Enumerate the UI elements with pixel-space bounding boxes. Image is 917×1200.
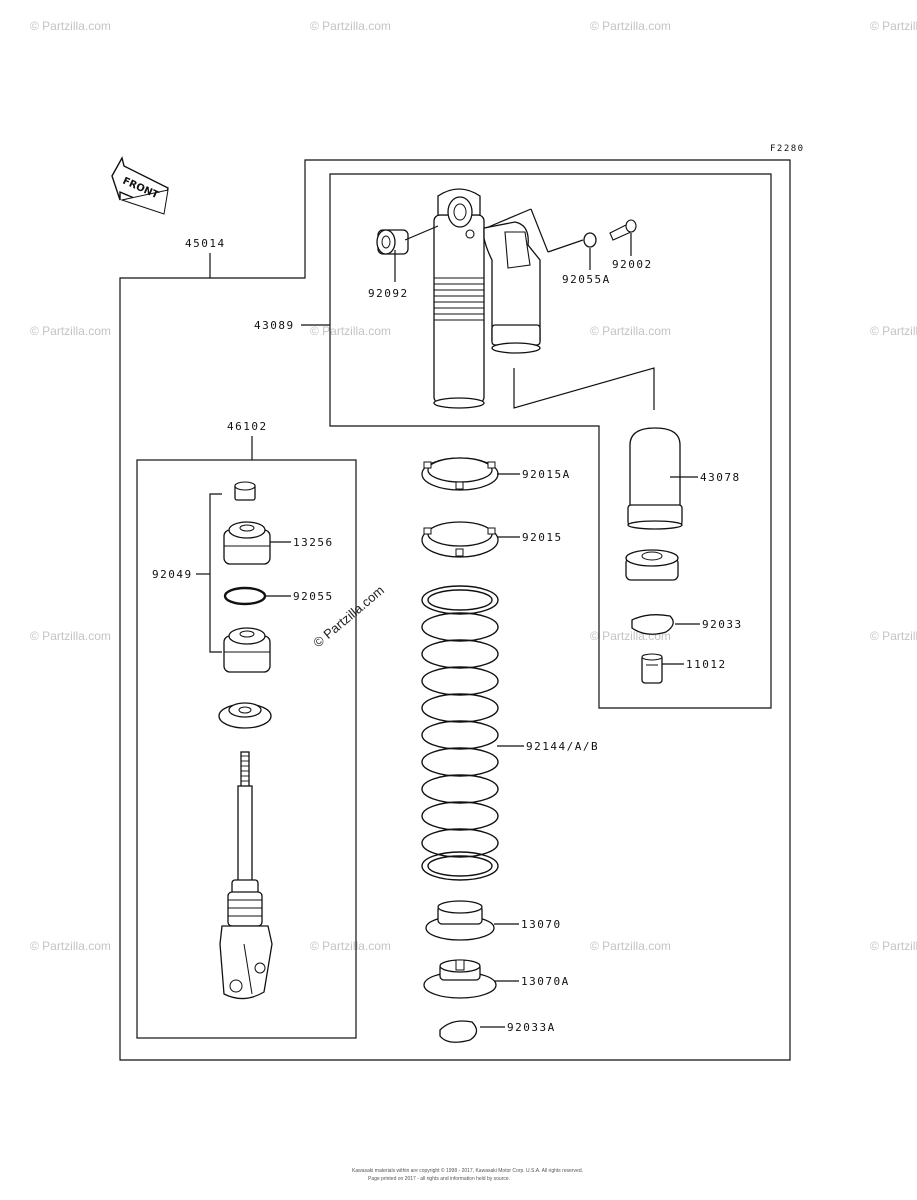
footer-copyright: Kawasaki materials within are copyright … <box>352 1167 583 1174</box>
oring-92055-drawing <box>223 586 267 606</box>
leader-line <box>404 225 439 241</box>
label-92015: 92015 <box>522 531 563 544</box>
watermark-text: © Partzilla.com <box>870 629 917 643</box>
oring-92055a-drawing <box>583 232 597 248</box>
label-92055a: 92055A <box>562 273 611 286</box>
leader-line <box>209 493 222 653</box>
diagram-code: F2280 <box>770 144 805 154</box>
label-92055: 92055 <box>293 590 334 603</box>
label-45014: 45014 <box>185 237 226 250</box>
valve-11012-drawing <box>641 653 663 684</box>
label-13256: 13256 <box>293 536 334 549</box>
watermark-text: © Partzilla.com <box>30 939 111 953</box>
label-13070: 13070 <box>521 918 562 931</box>
background-watermarks: © Partzilla.com © Partzilla.com © Partzi… <box>30 19 917 953</box>
leader-line <box>547 239 584 253</box>
watermark-text: © Partzilla.com <box>590 939 671 953</box>
sub-assembly-outline-46102 <box>136 459 357 1039</box>
label-43078: 43078 <box>700 471 741 484</box>
label-92015a: 92015A <box>522 468 571 481</box>
circlip-92033-drawing <box>631 614 674 635</box>
label-92002: 92002 <box>612 258 653 271</box>
label-92049: 92049 <box>152 568 193 581</box>
spring-seat-13070a-drawing <box>423 959 497 999</box>
label-46102: 46102 <box>227 420 268 433</box>
reservoir-cap-drawing <box>625 549 679 581</box>
watermark-text: © Partzilla.com <box>590 19 671 33</box>
sub-assembly-outline-43089 <box>329 173 772 709</box>
watermark-text: © Partzilla.com <box>870 19 917 33</box>
watermark-text: © Partzilla.com <box>310 939 391 953</box>
spring-seat-13070-drawing <box>425 900 495 941</box>
label-92033: 92033 <box>702 618 743 631</box>
leader-line <box>513 367 655 410</box>
footer-note: Page printed on 2017 - all rights and in… <box>368 1176 510 1182</box>
label-92144: 92144/A/B <box>526 740 599 753</box>
watermark-text: © Partzilla.com <box>30 629 111 643</box>
watermark-text: © Partzilla.com <box>310 19 391 33</box>
spring-92144-drawing <box>421 585 499 881</box>
bushing-92092-drawing <box>376 229 409 255</box>
label-92092: 92092 <box>368 287 409 300</box>
bladder-43078-drawing <box>627 427 683 530</box>
piston-lower-drawing <box>223 627 271 673</box>
seal-plate-drawing <box>218 702 272 729</box>
leader-line <box>530 208 549 253</box>
nut-drawing <box>234 481 256 501</box>
watermark-text: © Partzilla.com <box>870 324 917 338</box>
label-92033a: 92033A <box>507 1021 556 1034</box>
piston-13256-drawing <box>223 521 271 565</box>
locknut-92015a-drawing <box>421 457 499 491</box>
label-11012: 11012 <box>686 658 727 671</box>
watermark-text: © Partzilla.com <box>310 324 391 338</box>
adjuster-nut-92015-drawing <box>421 521 499 558</box>
assembly-outline <box>119 159 791 1061</box>
leader-line <box>485 208 532 229</box>
label-13070a: 13070A <box>521 975 570 988</box>
piston-rod-drawing <box>219 751 273 1000</box>
label-43089: 43089 <box>254 319 295 332</box>
circlip-92033a-drawing <box>439 1020 478 1043</box>
watermark-text: © Partzilla.com <box>30 324 111 338</box>
front-arrow-icon: FRONT <box>111 156 169 215</box>
watermark-text: © Partzilla.com <box>590 324 671 338</box>
bolt-92002-drawing <box>609 219 637 241</box>
watermark-text: © Partzilla.com <box>30 19 111 33</box>
watermark-text: © Partzilla.com <box>870 939 917 953</box>
shock-body-drawing <box>433 188 541 409</box>
